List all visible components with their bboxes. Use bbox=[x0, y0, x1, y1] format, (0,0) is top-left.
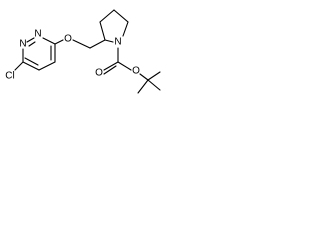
bond bbox=[14, 61, 24, 71]
bond bbox=[89, 39, 106, 49]
bond bbox=[147, 79, 161, 91]
atom-label-o: O bbox=[132, 66, 140, 77]
bond bbox=[104, 39, 114, 43]
bond bbox=[122, 21, 129, 37]
atom-label-n: N bbox=[34, 29, 41, 40]
atom-label-o: O bbox=[64, 34, 72, 45]
bond bbox=[72, 39, 91, 49]
bond bbox=[113, 9, 129, 23]
bond bbox=[103, 65, 117, 75]
pyrrolidine-ring bbox=[99, 9, 129, 43]
tert-butyl-group bbox=[137, 71, 161, 94]
atom-label-n: N bbox=[114, 37, 121, 48]
bond bbox=[99, 21, 106, 41]
atom-label-o: O bbox=[95, 68, 103, 79]
bond bbox=[54, 39, 64, 45]
bond bbox=[22, 61, 40, 71]
pyridazine-ring bbox=[22, 37, 56, 71]
molecule-structure: Cl N N O N O O bbox=[5, 9, 161, 94]
bond bbox=[103, 61, 119, 71]
bond bbox=[26, 37, 35, 43]
bond bbox=[38, 61, 56, 71]
bond bbox=[147, 71, 161, 81]
bond bbox=[28, 41, 36, 47]
bond bbox=[117, 61, 132, 71]
bond bbox=[137, 79, 149, 94]
bond bbox=[42, 37, 56, 45]
atom-label-n: N bbox=[19, 39, 26, 50]
atom-label-cl: Cl bbox=[5, 71, 14, 82]
bond bbox=[99, 9, 115, 23]
bond bbox=[139, 73, 149, 81]
bond bbox=[24, 57, 39, 66]
